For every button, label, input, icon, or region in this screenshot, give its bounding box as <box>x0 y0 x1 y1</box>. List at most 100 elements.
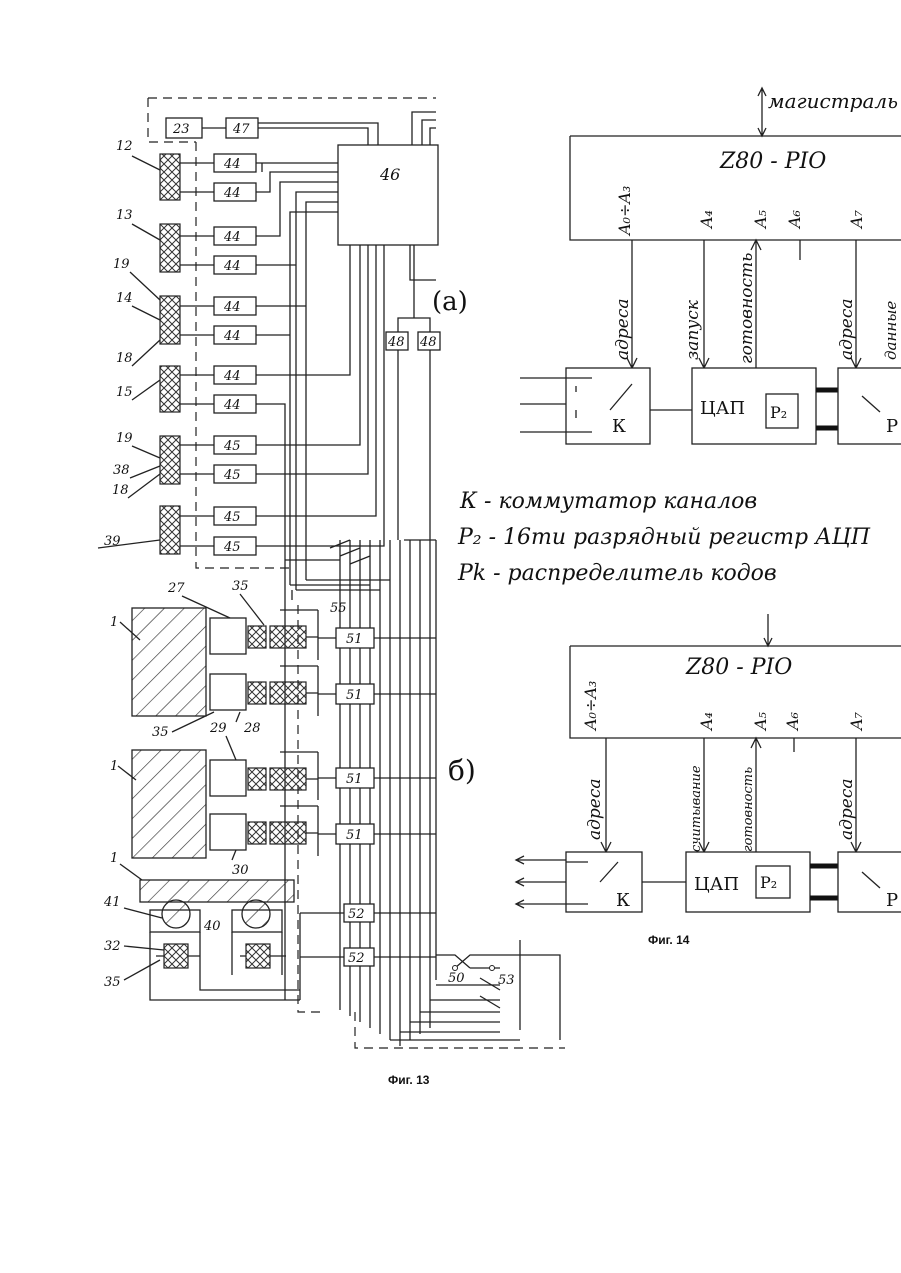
distributor-label: P <box>886 416 898 437</box>
signal-label: готовность <box>737 253 757 364</box>
body-1-lower <box>132 750 206 858</box>
register-p2-label: P₂ <box>760 873 777 892</box>
mech-label: 30 <box>232 863 249 878</box>
amp-51-label: 51 <box>346 632 363 647</box>
sensor-label: 14 <box>116 291 133 306</box>
amp-44-label: 44 <box>223 230 241 245</box>
amp-44-label: 44 <box>223 259 241 274</box>
pin-label: A₆ <box>783 711 802 732</box>
block-48-label: 48 <box>419 335 437 350</box>
pin-label: A₅ <box>751 711 770 732</box>
legend-line: Pk - распределитель кодов <box>457 561 777 586</box>
signal-label: адреса <box>837 298 857 360</box>
amp-45-label: 45 <box>223 439 241 454</box>
block-23-label: 23 <box>172 122 190 137</box>
mech-label: 32 <box>104 939 121 954</box>
pin-label: A₄ <box>697 712 716 732</box>
pin-label: A₄ <box>697 210 716 230</box>
amp-44-label: 44 <box>223 186 241 201</box>
sensor-label: 38 <box>113 463 130 478</box>
signal-label: запуск <box>683 299 703 360</box>
amp-44-label: 44 <box>223 157 241 172</box>
mech-label: 35 <box>232 579 249 594</box>
vertical-bus <box>285 540 436 1046</box>
dac-label: ЦАП <box>694 874 739 895</box>
amp-45-label: 45 <box>223 540 241 555</box>
sensor-label: 15 <box>116 385 133 400</box>
switch-k-label: К <box>616 890 630 911</box>
signal-label: считывание <box>689 765 704 852</box>
mech-label: 1 <box>110 615 118 630</box>
legend-line: P₂ - 16ти разрядный регистр АЦП <box>457 525 871 550</box>
label-b: б) <box>448 754 476 787</box>
mech-label: 55 <box>330 601 347 616</box>
label-a: (а) <box>432 287 468 317</box>
switch-k-label: К <box>612 416 626 437</box>
pio-chip-label: Z80 - PIO <box>719 149 826 174</box>
figure-13: 23 47 46 12 13 19 14 18 15 19 38 18 3 <box>98 98 565 1087</box>
sensor-label: 12 <box>116 139 133 154</box>
pin-label: A₀÷A₃ <box>615 186 634 237</box>
sensor-label: 13 <box>116 208 133 223</box>
amp-51-label: 51 <box>346 772 363 787</box>
amp-45-label: 45 <box>223 468 241 483</box>
pin-label: A₀÷A₃ <box>581 681 600 732</box>
signal-label: адреса <box>585 778 605 840</box>
amp-44-label: 44 <box>223 369 241 384</box>
amp-51-label: 51 <box>346 688 363 703</box>
mech-label: 35 <box>104 975 121 990</box>
mech-label: 40 <box>203 919 221 934</box>
register-p2-label: P₂ <box>770 403 787 422</box>
amp-44-label: 44 <box>223 329 241 344</box>
signal-label: готовность <box>741 767 756 852</box>
sensor-stacks <box>160 154 180 554</box>
mech-label: 41 <box>103 895 121 910</box>
figure-14-top: магистраль Z80 - PIO A₀÷A₃ A₄ A₅ A₆ A₇ а… <box>520 88 901 444</box>
legend: К - коммутатор каналов P₂ - 16ти разрядн… <box>457 489 871 586</box>
amp-44-label: 44 <box>223 398 241 413</box>
mech-label: 1 <box>110 851 118 866</box>
block-48-label: 48 <box>387 335 405 350</box>
signal-label: адреса <box>837 778 857 840</box>
mech-label: 50 <box>448 971 465 986</box>
amp-44-label: 44 <box>223 300 241 315</box>
channel-switch-k <box>566 852 642 912</box>
distributor-label: P <box>886 890 898 911</box>
pin-label: A₇ <box>847 209 866 230</box>
mech-label: 35 <box>152 725 169 740</box>
fig13-caption: Фиг. 13 <box>388 1073 430 1087</box>
legend-line: К - коммутатор каналов <box>459 489 757 514</box>
mech-label: 27 <box>167 581 185 596</box>
sensor-labels: 12 13 19 14 18 15 19 38 18 39 <box>98 139 160 549</box>
pin-label: A₇ <box>847 711 866 732</box>
block-46-label: 46 <box>379 165 400 184</box>
pio-chip-label: Z80 - PIO <box>685 655 792 680</box>
amp-52-label: 52 <box>348 951 365 966</box>
amp-52-label: 52 <box>348 907 365 922</box>
mech-label: 53 <box>498 973 515 988</box>
block-46 <box>338 145 438 245</box>
mech-label: 29 <box>209 721 227 736</box>
bus-label: магистраль <box>768 89 898 113</box>
amp-51-label: 51 <box>346 828 363 843</box>
figure-14-bottom: Z80 - PIO A₀÷A₃ A₄ A₅ A₆ A₇ адреса считы… <box>516 614 901 947</box>
dac-label: ЦАП <box>700 398 745 419</box>
amplifier-51-blocks: 51 51 51 51 <box>318 628 436 844</box>
signal-label: адреса <box>613 298 633 360</box>
amp-45-label: 45 <box>223 510 241 525</box>
mech-label: 28 <box>243 721 261 736</box>
sensor-label: 19 <box>113 257 130 272</box>
signal-label: данные <box>882 301 900 360</box>
block-47-label: 47 <box>232 122 250 137</box>
amplifier-blocks: 44 44 44 44 44 44 44 44 45 45 45 45 <box>214 154 256 555</box>
pin-label: A₅ <box>751 209 770 230</box>
sensor-label: 19 <box>116 431 133 446</box>
sensor-label: 18 <box>116 351 133 366</box>
roller-sensors: 52 52 <box>150 900 436 1000</box>
sensor-label: 18 <box>112 483 129 498</box>
pin-label: A₆ <box>785 209 804 230</box>
plate-1 <box>140 880 294 902</box>
fig14-caption: Фиг. 14 <box>648 933 690 947</box>
body-1-upper <box>132 608 206 716</box>
